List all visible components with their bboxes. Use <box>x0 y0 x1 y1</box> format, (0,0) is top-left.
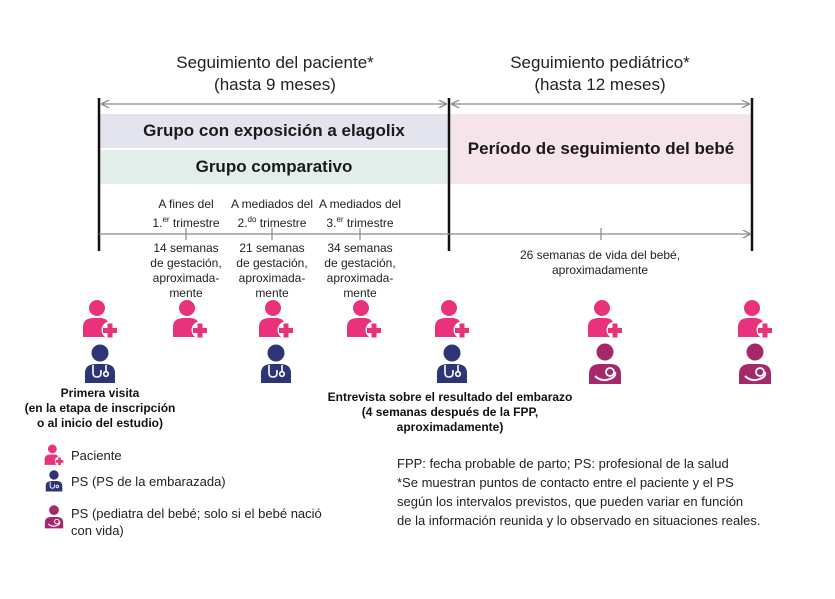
pediatric-followup-header: Seguimiento pediátrico* (hasta 12 meses) <box>455 52 745 96</box>
timepoint-1-label: A fines del 1.er trimestre <box>141 197 231 231</box>
timepoint-1-weeks: 14 semanas de gestación, aproximada- men… <box>141 241 231 301</box>
comparative-group-label: Grupo comparativo <box>195 157 353 176</box>
hcp-doctor-icon <box>260 344 292 384</box>
patient-icon <box>172 299 208 339</box>
first-visit-caption: Primera visita (en la etapa de inscripci… <box>20 386 180 431</box>
patient-icon <box>737 299 773 339</box>
timepoint-2-label: A mediados del 2.do trimestre <box>222 197 322 231</box>
first-visit-line2: (en la etapa de inscripción <box>24 401 176 415</box>
legend-pediatrician-line1: PS (pediatra del bebé; solo si el bebé n… <box>71 506 322 521</box>
interview-title: Entrevista sobre el resultado del embara… <box>327 390 573 404</box>
timepoint-1-weeks-line4: mente <box>169 286 203 300</box>
legend-patient-label: Paciente <box>71 448 122 463</box>
timepoint-3-weeks-line3: aproximada- <box>326 271 394 285</box>
infant-timepoint-line2: aproximadamente <box>551 263 649 277</box>
footnote-contact-line3: de la información reunida y lo observado… <box>397 513 761 528</box>
pediatrician-baby-icon <box>738 343 772 385</box>
infant-followup-bar: Período de seguimiento del bebé <box>450 114 752 184</box>
first-visit-line3: o al inicio del estudio) <box>36 416 163 430</box>
timepoint-1-line2: 1.er trimestre <box>152 215 220 230</box>
timepoint-2-weeks-line4: mente <box>255 286 289 300</box>
timepoint-3-label: A mediados del 3.er trimestre <box>310 197 410 231</box>
patient-followup-title: Seguimiento del paciente* <box>176 53 374 72</box>
infant-followup-label: Período de seguimiento del bebé <box>467 139 735 158</box>
legend-pediatrician-icon <box>44 505 64 529</box>
legend-hcp-icon <box>45 470 63 492</box>
timepoint-2-line1: A mediados del <box>230 197 314 211</box>
pregnancy-interview-caption: Entrevista sobre el resultado del embara… <box>322 390 578 435</box>
footnote-contact-line1: *Se muestran puntos de contacto entre el… <box>397 475 734 490</box>
legend-patient-icon <box>44 444 64 466</box>
timepoint-1-weeks-line2: de gestación, <box>150 256 222 270</box>
timepoint-3-weeks-line1: 34 semanas <box>327 241 393 255</box>
timepoint-3-weeks-line4: mente <box>343 286 377 300</box>
timepoint-2-weeks-line1: 21 semanas <box>239 241 305 255</box>
timepoint-3-weeks: 34 semanas de gestación, aproximada- men… <box>315 241 405 301</box>
patient-icon <box>82 299 118 339</box>
first-visit-title: Primera visita <box>60 386 140 400</box>
exposure-group-label: Grupo con exposición a elagolix <box>143 121 405 140</box>
comparative-group-bar: Grupo comparativo <box>100 150 448 184</box>
infant-timepoint-label: 26 semanas de vida del bebé, aproximadam… <box>500 248 700 278</box>
exposure-group-bar: Grupo con exposición a elagolix <box>100 114 448 148</box>
timepoint-1-weeks-line1: 14 semanas <box>153 241 219 255</box>
timepoint-1-line1: A fines del <box>158 197 214 211</box>
timepoint-2-weeks-line2: de gestación, <box>236 256 308 270</box>
timepoint-2-weeks-line3: aproximada- <box>238 271 306 285</box>
legend-pediatrician-line2: con vida) <box>71 523 124 538</box>
timepoint-3-weeks-line2: de gestación, <box>324 256 396 270</box>
patient-icon <box>258 299 294 339</box>
timeline-lines <box>97 98 754 251</box>
patient-followup-duration: (hasta 9 meses) <box>214 75 336 94</box>
timepoint-1-weeks-line3: aproximada- <box>152 271 220 285</box>
footnote-contact-line2: según los intervalos previstos, que pued… <box>397 494 744 509</box>
pediatrician-baby-icon <box>588 343 622 385</box>
pediatric-followup-title: Seguimiento pediátrico* <box>510 53 690 72</box>
legend-hcp-label: PS (PS de la embarazada) <box>71 474 226 489</box>
patient-followup-header: Seguimiento del paciente* (hasta 9 meses… <box>130 52 420 96</box>
timepoint-2-weeks: 21 semanas de gestación, aproximada- men… <box>227 241 317 301</box>
timepoint-2-line2: 2.do trimestre <box>237 215 307 230</box>
timepoint-3-line2: 3.er trimestre <box>326 215 394 230</box>
legend-pediatrician-label: PS (pediatra del bebé; solo si el bebé n… <box>71 505 322 539</box>
interview-line3: aproximadamente) <box>396 420 504 434</box>
interview-line2: (4 semanas después de la FPP, <box>361 405 539 419</box>
hcp-doctor-icon <box>84 344 116 384</box>
footnotes: FPP: fecha probable de parto; PS: profes… <box>397 454 817 530</box>
hcp-doctor-icon <box>436 344 468 384</box>
timepoint-3-line1: A mediados del <box>318 197 402 211</box>
footnote-abbreviations: FPP: fecha probable de parto; PS: profes… <box>397 456 729 471</box>
patient-icon <box>346 299 382 339</box>
patient-icon <box>434 299 470 339</box>
patient-icon <box>587 299 623 339</box>
pediatric-followup-duration: (hasta 12 meses) <box>534 75 666 94</box>
infant-timepoint-line1: 26 semanas de vida del bebé, <box>519 248 681 262</box>
